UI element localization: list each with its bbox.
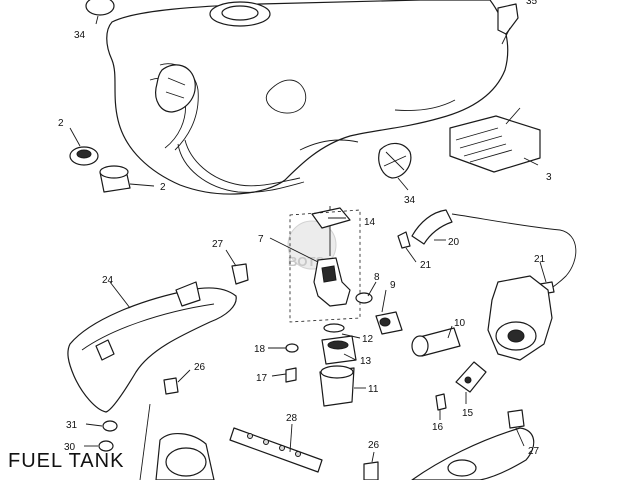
clip-27-bottom	[507, 409, 525, 429]
callout-21-center: 21	[420, 260, 432, 271]
callout-labels: 34 35 2 2 3 34 14 7 20 21 21 27 24 8 9 1…	[58, 0, 552, 457]
callout-3: 3	[546, 172, 552, 183]
assembly-outline	[289, 209, 361, 323]
callout-26-left: 26	[194, 362, 206, 373]
cup-13	[321, 335, 357, 365]
strainer-9	[375, 311, 403, 335]
air-duct-lower	[155, 433, 215, 480]
callout-21-right: 21	[534, 254, 546, 265]
cap-ring-2	[69, 146, 99, 166]
callout-27-bottom: 27	[528, 446, 540, 457]
leader-lines	[69, 15, 547, 480]
callout-34-top: 34	[74, 30, 86, 41]
callout-11: 11	[368, 384, 379, 395]
strip-28	[229, 427, 323, 473]
bolt-31	[102, 420, 118, 432]
fuel-tank-body	[106, 0, 509, 195]
callout-14: 14	[364, 217, 376, 228]
clip-27-top	[231, 263, 249, 285]
callout-9: 9	[390, 280, 396, 291]
side-cover-24	[67, 281, 237, 413]
callout-35: 35	[526, 0, 538, 7]
callout-15: 15	[462, 408, 474, 419]
bowl-11	[319, 365, 355, 407]
collar-30	[98, 440, 114, 452]
fuel-cap-opening	[209, 1, 271, 27]
callout-2-lower: 2	[160, 182, 166, 193]
washer-8	[355, 292, 373, 304]
callout-18: 18	[254, 344, 266, 355]
callout-12: 12	[362, 334, 374, 345]
cap-2	[99, 165, 131, 193]
callout-24: 24	[102, 275, 114, 286]
callout-27-top: 27	[212, 239, 224, 250]
screw-18	[285, 343, 299, 353]
callout-31: 31	[66, 420, 78, 431]
grommet-26-bottom	[363, 461, 379, 480]
callout-7: 7	[258, 234, 264, 245]
carburetor	[487, 275, 553, 361]
callout-13: 13	[360, 356, 372, 367]
callout-16: 16	[432, 422, 444, 433]
callout-28: 28	[286, 413, 298, 424]
callout-30: 30	[64, 442, 76, 453]
watermark-logo: BOTS	[287, 220, 337, 270]
diagram-title: FUEL TANK	[8, 450, 125, 472]
callout-34-cover: 34	[404, 195, 416, 206]
callout-2-upper: 2	[58, 118, 64, 129]
o-ring-12	[323, 323, 345, 333]
grommet-26-left	[163, 377, 179, 395]
hose-20	[411, 209, 453, 245]
grommet-34-top	[85, 0, 115, 16]
bracket-35	[497, 3, 519, 45]
callout-17: 17	[256, 373, 268, 384]
callout-10: 10	[454, 318, 466, 329]
lever-10	[411, 327, 461, 357]
plate-15	[455, 361, 487, 393]
screw-17	[285, 367, 297, 383]
fuel-cock-7	[313, 206, 351, 307]
callout-8: 8	[374, 272, 380, 283]
callout-26-bottom: 26	[368, 440, 380, 451]
clip-21-upper	[397, 231, 411, 249]
cover-34	[378, 142, 412, 179]
side-cover-right	[411, 427, 535, 480]
tank-emblem-left	[155, 64, 196, 113]
filter-pad-3	[449, 115, 541, 173]
watermark-text: BOTS	[288, 254, 324, 269]
screw-16	[435, 393, 447, 411]
callout-20: 20	[448, 237, 460, 248]
